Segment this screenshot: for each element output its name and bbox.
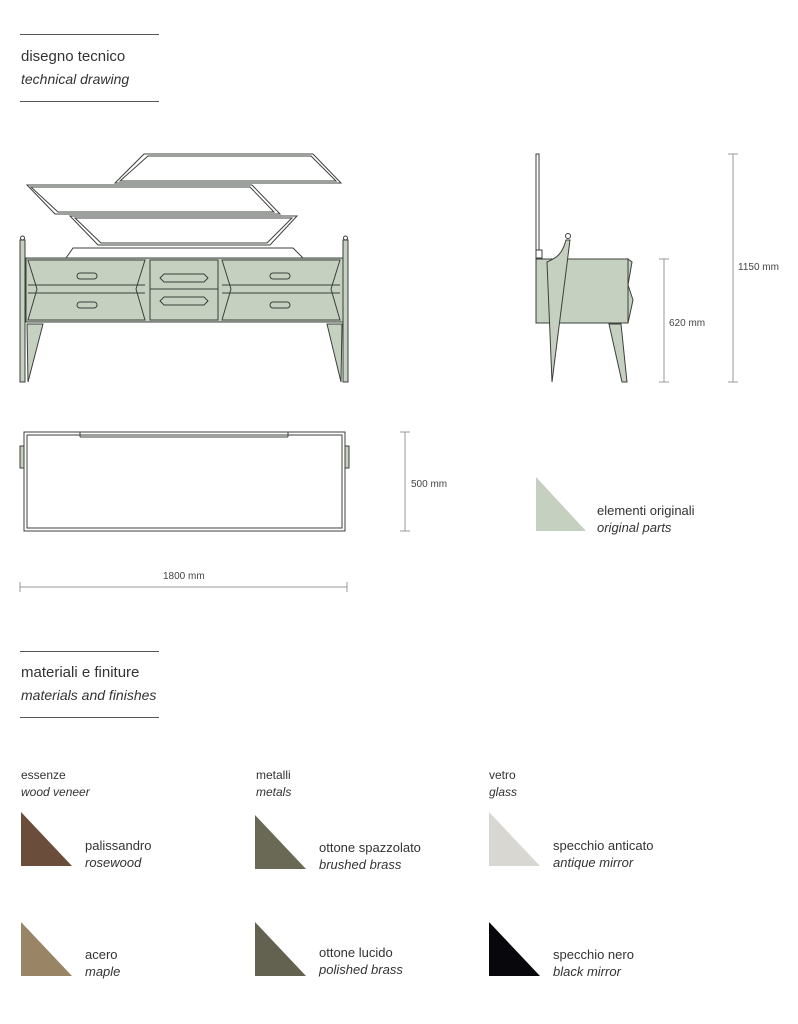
category-wood: essenze wood veneer	[21, 767, 90, 801]
category-label-it: essenze	[21, 768, 66, 782]
material-name-it: acero	[85, 947, 118, 962]
materials-title-it: materiali e finiture	[21, 664, 140, 681]
material-name-it: palissandro	[85, 838, 152, 853]
divider	[20, 717, 159, 718]
dimension-body-height: 620 mm	[669, 318, 706, 329]
category-label-en: wood veneer	[21, 785, 90, 799]
material-name-it: specchio anticato	[553, 838, 654, 853]
dimension-width: 1800 mm	[163, 571, 205, 582]
top-view-drawing	[19, 431, 410, 592]
material-name-it: specchio nero	[553, 947, 634, 962]
dimension-total-height: 1150 mm	[738, 262, 779, 273]
category-label-it: metalli	[256, 768, 291, 782]
category-label-it: vetro	[489, 768, 516, 782]
section-title-en: technical drawing	[21, 71, 130, 87]
material-name-en: brushed brass	[319, 857, 402, 872]
swatch-brushed-brass	[255, 815, 306, 869]
material-name-it: ottone lucido	[319, 945, 393, 960]
divider	[20, 34, 159, 35]
category-label-en: glass	[489, 785, 518, 799]
dimension-lines	[659, 153, 738, 383]
swatch-black-mirror	[489, 922, 540, 976]
side-view-drawing	[535, 153, 738, 383]
divider	[20, 101, 159, 102]
category-glass: vetro glass	[489, 767, 517, 801]
swatch-maple	[21, 922, 72, 976]
materials-title-en: materials and finishes	[21, 687, 157, 703]
material-polished-brass: ottone lucido polished brass	[319, 944, 403, 978]
mirror-panels	[25, 153, 343, 259]
material-brushed-brass: ottone spazzolato brushed brass	[319, 839, 421, 873]
material-name-en: maple	[85, 964, 121, 979]
divider	[20, 651, 159, 652]
swatch-rosewood	[21, 812, 72, 866]
material-maple: acero maple	[85, 946, 120, 980]
material-antique-mirror: specchio anticato antique mirror	[553, 837, 653, 871]
section-title-it: disegno tecnico	[21, 48, 126, 65]
dimension-lines	[19, 431, 410, 592]
category-metals: metalli metals	[256, 767, 291, 801]
original-parts-swatch	[536, 477, 586, 531]
swatch-polished-brass	[255, 922, 306, 976]
sideboard-body	[19, 235, 349, 383]
material-name-en: rosewood	[85, 855, 142, 870]
legend-label-it: elementi originali	[597, 503, 695, 518]
category-label-en: metals	[256, 785, 292, 799]
dimension-depth: 500 mm	[411, 479, 448, 490]
material-name-en: black mirror	[553, 964, 621, 979]
legend-label-en: original parts	[597, 520, 672, 535]
legend-label: elementi originali original parts	[597, 502, 695, 536]
material-name-it: ottone spazzolato	[319, 840, 421, 855]
front-view-drawing	[19, 153, 349, 383]
material-black-mirror: specchio nero black mirror	[553, 946, 634, 980]
swatch-antique-mirror	[489, 812, 540, 866]
material-name-en: polished brass	[319, 962, 403, 977]
material-rosewood: palissandro rosewood	[85, 837, 152, 871]
material-name-en: antique mirror	[553, 855, 634, 870]
